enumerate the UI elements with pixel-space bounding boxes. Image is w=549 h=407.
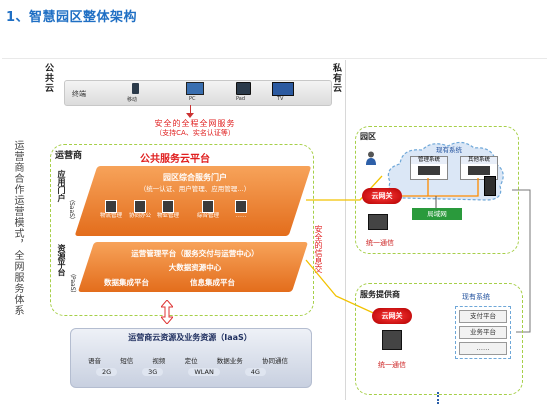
left-caption: 运营商合作运营模式，全网服务体系 xyxy=(12,140,23,316)
app-tile-office: 协同办公 xyxy=(129,200,151,220)
security-text: 安全的全程全网服务 xyxy=(154,119,236,128)
resource-platform-label: 资源平台 xyxy=(57,244,66,276)
app-portal-label: 应用门户 xyxy=(57,170,66,202)
network-4g: 4G xyxy=(244,368,266,376)
provider-systems: 支付平台 业务平台 …… xyxy=(455,306,511,359)
private-cloud-label: 私有云 xyxy=(333,64,343,94)
arrow-terminal-head xyxy=(186,113,194,118)
device-label-pc: PC xyxy=(189,96,196,102)
network-3g: 3G xyxy=(142,368,164,376)
iaas-title: 运营商云资源及业务资源（IaaS） xyxy=(128,333,252,342)
monitor-icon xyxy=(186,82,204,95)
server-icon xyxy=(484,176,496,196)
info-integration: 信息集成平台 xyxy=(190,278,235,287)
provider-box xyxy=(355,283,523,395)
public-cloud-label: 公共云 xyxy=(45,64,55,94)
app-tile-property: 物业管理 xyxy=(157,200,179,220)
service-voice: 语音 xyxy=(88,357,101,365)
cloud-divider xyxy=(345,60,346,400)
park-box xyxy=(355,126,519,254)
app-portal-sub: （SaaS） xyxy=(68,196,75,223)
service-collab: 协同通信 xyxy=(261,357,288,365)
platform-title: 公共服务云平台 xyxy=(140,154,210,165)
device-label-mobile: 移动 xyxy=(127,97,138,103)
network-wlan: WLAN xyxy=(188,368,220,376)
double-arrow-icon xyxy=(159,299,175,325)
app-tile-more: …… xyxy=(230,200,252,220)
network-2g: 2G xyxy=(96,368,118,376)
security-subtext: （支持CA、实名认证等） xyxy=(155,129,235,137)
ops-platform: 运营管理平台（服务交付与运营中心） xyxy=(131,249,259,258)
provider-comm-device xyxy=(382,330,402,350)
provider-system-more: …… xyxy=(459,342,507,355)
service-video: 视频 xyxy=(152,357,166,365)
resource-platform-sub: （PaaS） xyxy=(69,270,76,297)
person-icon xyxy=(366,150,376,165)
service-location: 定位 xyxy=(184,357,198,365)
tablet-icon xyxy=(236,82,251,95)
app-tile-general: 综合管理 xyxy=(197,200,219,220)
park-label: 园区 xyxy=(360,132,376,141)
device-label-pad: Pad xyxy=(236,96,246,102)
data-integration: 数据集成平台 xyxy=(104,278,149,287)
secure-exchange-text: 安全的信息交 xyxy=(314,225,323,273)
park-unified-comm: 统一通信 xyxy=(366,239,394,247)
provider-label: 服务提供商 xyxy=(360,290,400,299)
park-lan: 局域网 xyxy=(412,208,462,220)
bottom-dots xyxy=(437,392,442,404)
app-tile-logistics: 物流管理 xyxy=(100,200,122,220)
provider-system-business: 业务平台 xyxy=(459,326,507,339)
provider-system-payment: 支付平台 xyxy=(459,310,507,323)
provider-unified-comm: 统一通信 xyxy=(378,361,406,369)
service-sms: 短信 xyxy=(120,357,134,365)
park-cloud-gateway[interactable]: 云网关 xyxy=(362,188,402,204)
park-comm-device xyxy=(368,214,388,230)
smartphone-icon xyxy=(132,83,139,94)
provider-existing-label: 现有系统 xyxy=(462,293,490,301)
arrow-terminal-down xyxy=(190,105,191,115)
diagram-frame xyxy=(2,58,547,403)
park-existing-label: 现有系统 xyxy=(436,146,462,154)
portal-title: 园区综合服务门户 xyxy=(163,173,227,182)
operator-box xyxy=(50,144,314,316)
iaas-services: 语音 短信 视频 定位 数据业务 协同通信 xyxy=(88,355,288,365)
service-data: 数据业务 xyxy=(216,357,243,365)
provider-cloud-gateway[interactable]: 云网关 xyxy=(372,308,412,324)
device-label-tv: TV xyxy=(277,96,284,102)
terminal-label: 终端 xyxy=(72,90,86,98)
bigdata-center: 大数据资源中心 xyxy=(168,263,222,272)
portal-subtitle: （统一认证、用户管理、应用管理…） xyxy=(139,185,251,193)
iaas-panel xyxy=(70,328,312,388)
page-title: 1、智慧园区整体架构 xyxy=(6,10,138,25)
iaas-networks: 2G 3G WLAN 4G xyxy=(96,368,266,376)
tv-icon xyxy=(272,82,294,96)
park-mgmt-system: 管理系统 xyxy=(410,156,448,180)
operator-label: 运营商 xyxy=(55,151,83,161)
